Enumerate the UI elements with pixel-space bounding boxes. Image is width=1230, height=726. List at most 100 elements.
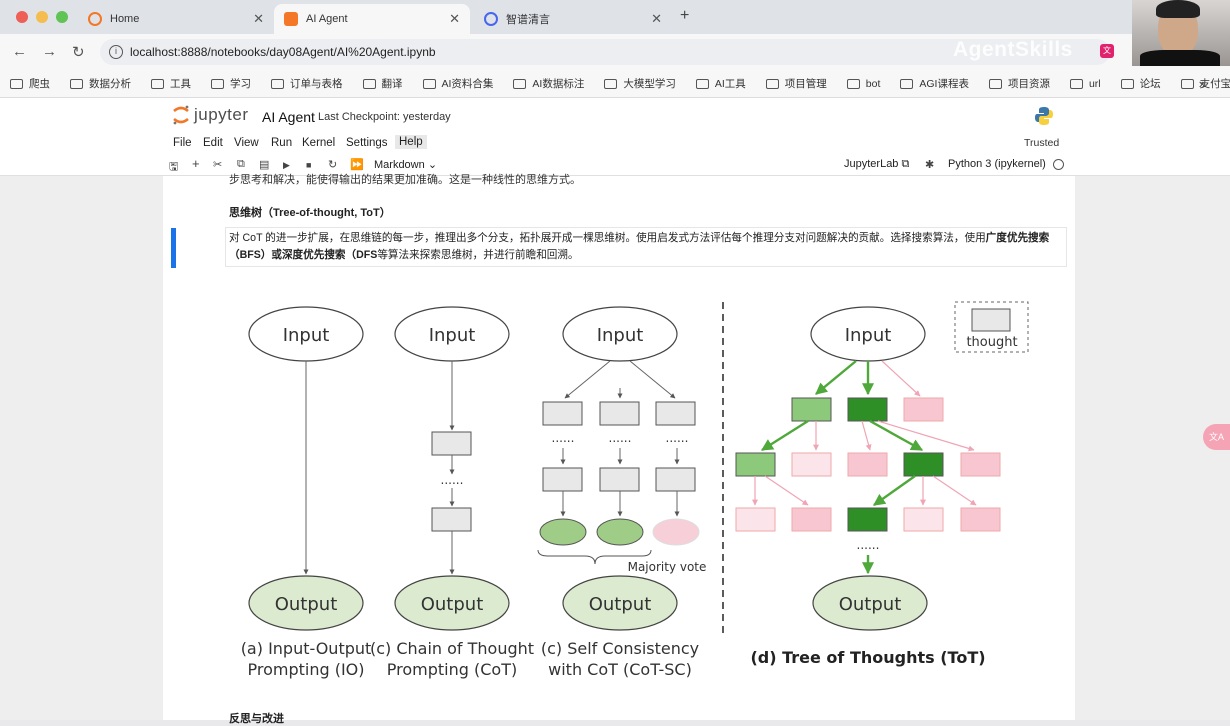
minimize-window-button[interactable]	[36, 11, 48, 23]
kernel-name[interactable]: Python 3 (ipykernel)	[948, 158, 1046, 170]
menu-view[interactable]: View	[234, 137, 259, 149]
tot-node	[903, 507, 944, 532]
bookmark-label: AGI课程表	[919, 78, 969, 90]
bookmark-folder[interactable]: 订单与表格	[271, 76, 343, 91]
url-field[interactable]: i localhost:8888/notebooks/day08Agent/AI…	[100, 39, 1110, 65]
green-arrow	[869, 419, 924, 452]
bookmark-folder[interactable]: 翻译	[362, 76, 403, 91]
folder-icon	[10, 78, 23, 89]
menu-kernel[interactable]: Kernel	[302, 137, 336, 149]
folder-icon	[513, 78, 527, 89]
thought-box	[599, 401, 640, 426]
ellipsis: ......	[441, 473, 464, 487]
menu-file[interactable]: File	[173, 137, 192, 149]
arrow	[564, 360, 611, 399]
more-bookmarks-icon[interactable]: »	[1198, 76, 1206, 91]
tot-node	[903, 452, 944, 477]
gear-icon[interactable]: ✱	[925, 159, 935, 171]
presenter-shirt	[1140, 50, 1220, 66]
cut-icon[interactable]: ✂	[213, 159, 223, 171]
close-tab-icon[interactable]: ✕	[651, 11, 662, 26]
reload-icon[interactable]: ↻	[72, 44, 85, 61]
cell-type-dropdown[interactable]: Markdown ⌄	[374, 158, 437, 171]
presenter-hair	[1156, 0, 1200, 18]
last-checkpoint: Last Checkpoint: yesterday	[318, 111, 451, 123]
legend-label: thought	[966, 335, 1017, 350]
site-info-icon[interactable]: i	[109, 45, 123, 59]
folder-icon	[695, 78, 709, 89]
kernel-status-icon	[1053, 159, 1064, 170]
bookmark-folder[interactable]: AI数据标注	[513, 76, 584, 91]
pink-arrow	[861, 420, 872, 451]
menu-help[interactable]: Help	[395, 135, 427, 149]
caption-line: with CoT (CoT-SC)	[548, 660, 692, 679]
folder-icon	[988, 78, 1002, 89]
back-arrow-icon[interactable]: ←	[12, 43, 27, 60]
forward-arrow-icon[interactable]: →	[42, 43, 57, 60]
bookmark-label: 论坛	[1139, 78, 1161, 90]
tab-ai-agent[interactable]: AI Agent ✕	[274, 4, 470, 34]
bookmark-folder[interactable]: AI工具	[695, 76, 746, 91]
stop-icon[interactable]: ■	[306, 160, 312, 170]
bookmark-folder[interactable]: AI资料合集	[422, 76, 493, 91]
bookmark-folder[interactable]: AGI课程表	[900, 76, 969, 91]
translate-extension-icon[interactable]: 文	[1100, 44, 1114, 58]
notebook-title[interactable]: AI Agent	[262, 109, 315, 125]
restart-run-all-icon[interactable]: ⏩	[350, 159, 364, 171]
bookmark-label: 项目管理	[784, 78, 827, 90]
vote-answer	[652, 518, 700, 546]
menu-settings[interactable]: Settings	[346, 137, 388, 149]
paste-icon[interactable]: ▤	[259, 159, 270, 171]
ellipsis: ......	[609, 431, 632, 445]
vote-answer	[539, 518, 587, 546]
bookmark-folder[interactable]: 爬虫	[10, 76, 50, 91]
bookmark-folder[interactable]: 项目管理	[765, 76, 827, 91]
menu-edit[interactable]: Edit	[203, 137, 223, 149]
run-icon[interactable]: ▶	[283, 160, 290, 170]
copy-icon[interactable]: ⧉	[237, 158, 245, 170]
jupyter-logo-text: jupyter	[194, 105, 249, 124]
tot-node	[960, 452, 1001, 477]
close-window-button[interactable]	[16, 11, 28, 23]
bookmark-folder[interactable]: 论坛	[1120, 76, 1161, 91]
menu-run[interactable]: Run	[271, 137, 293, 149]
bookmark-label: 项目资源	[1007, 78, 1050, 90]
tot-node	[847, 397, 888, 422]
close-tab-icon[interactable]: ✕	[253, 11, 264, 26]
jupyter-logo[interactable]: jupyter	[172, 104, 249, 126]
bookmark-folder[interactable]: 项目资源	[988, 76, 1050, 91]
markdown-cell[interactable]	[225, 227, 1067, 267]
green-arrow	[873, 475, 916, 506]
bookmark-folder[interactable]: 支付宝	[1180, 76, 1230, 91]
bookmark-folder[interactable]: 学习	[211, 76, 251, 91]
new-tab-icon[interactable]: +	[680, 7, 690, 24]
save-icon[interactable]: 🖫	[169, 161, 179, 173]
browser-tab-bar: Home ✕ AI Agent ✕ 智谱清言 ✕ +	[0, 0, 1230, 34]
maximize-window-button[interactable]	[56, 11, 68, 23]
bookmark-folder[interactable]: 大模型学习	[604, 76, 676, 91]
bookmark-label: bot	[865, 77, 881, 90]
input-label: Input	[845, 325, 892, 346]
window-controls	[16, 11, 68, 23]
folder-icon	[271, 78, 284, 89]
open-jupyterlab-link[interactable]: JupyterLab ⧉	[844, 158, 909, 171]
cot-diagram: Input ...... Output (c) Chain of Thought…	[370, 306, 534, 679]
restart-icon[interactable]: ↻	[328, 159, 338, 171]
green-arrow	[760, 419, 809, 452]
tab-home[interactable]: Home ✕	[78, 4, 274, 34]
input-label: Input	[429, 325, 476, 346]
external-link-icon: ⧉	[901, 158, 910, 170]
bookmark-folder[interactable]: bot	[846, 77, 881, 90]
add-cell-icon[interactable]: +	[192, 156, 200, 171]
active-cell-indicator[interactable]	[171, 228, 176, 268]
trusted-indicator[interactable]: Trusted	[1024, 137, 1060, 149]
bookmark-label: 支付宝	[1199, 78, 1230, 90]
translate-side-badge[interactable]: 文A	[1203, 424, 1230, 450]
tab-zhipu[interactable]: 智谱清言 ✕	[474, 4, 672, 34]
section-heading: 思维树（Tree-of-thought, ToT）	[229, 207, 391, 219]
output-node	[562, 575, 678, 631]
bookmark-folder[interactable]: 工具	[151, 76, 191, 91]
bookmark-folder[interactable]: 数据分析	[70, 76, 131, 91]
bookmark-folder[interactable]: url	[1069, 78, 1101, 90]
close-tab-icon[interactable]: ✕	[449, 11, 460, 26]
